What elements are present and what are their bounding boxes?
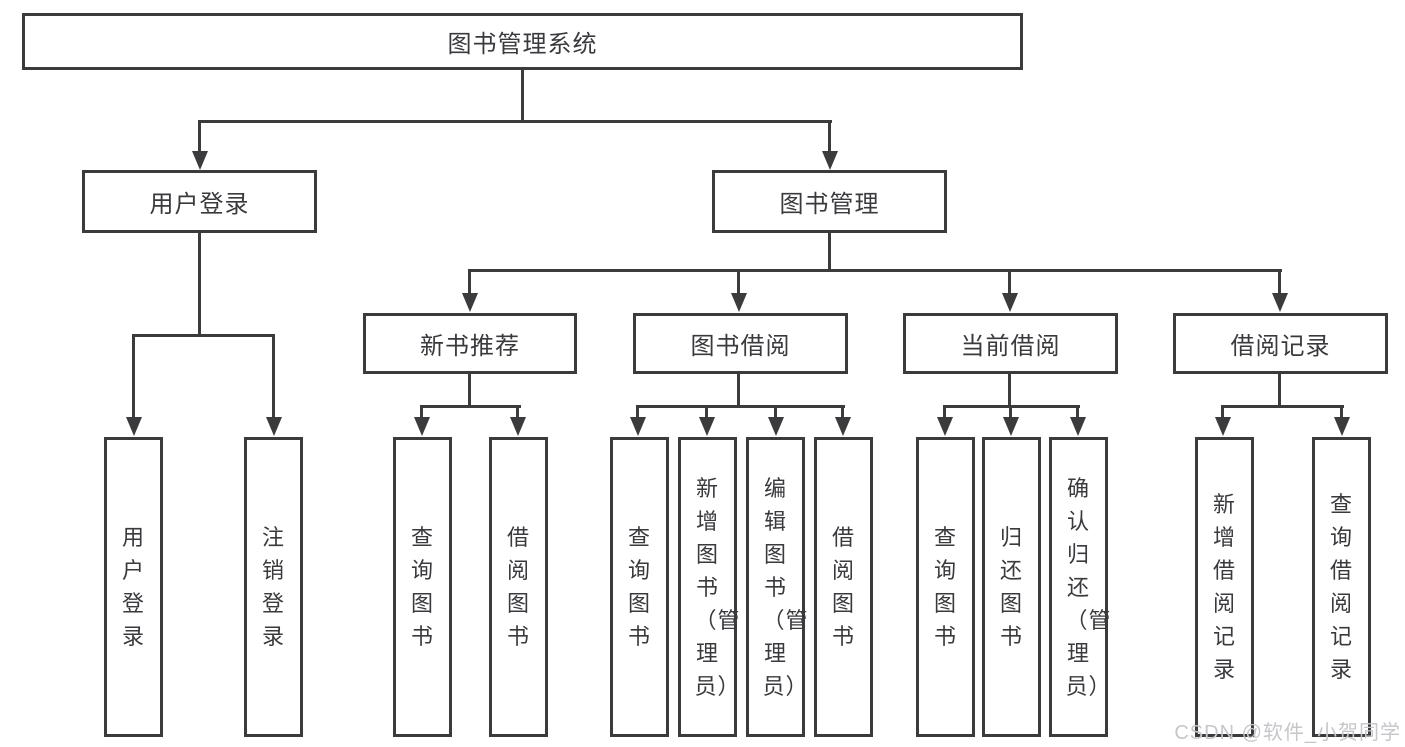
leaf-query-book-1: 查询图书 <box>393 437 452 737</box>
node-book-management: 图书管理 <box>712 170 947 233</box>
node-label: 用户登录 <box>121 525 145 649</box>
connector-hline <box>944 405 1080 408</box>
leaf-query-book-2: 查询图书 <box>610 437 669 737</box>
leaf-borrow-book-1: 借阅图书 <box>489 437 548 737</box>
leaf-confirm-return-admin: 确认归还（管理员） <box>1049 437 1112 737</box>
node-label: 查询借阅记录 <box>1329 492 1353 682</box>
node-user-login: 用户登录 <box>82 170 317 233</box>
leaf-return-book: 归还图书 <box>982 437 1041 737</box>
node-current-borrowing: 当前借阅 <box>903 313 1118 374</box>
arrow-down-icon <box>191 120 208 170</box>
arrow-down-icon <box>125 334 142 436</box>
arrow-down-icon <box>730 269 747 312</box>
arrow-down-icon <box>1333 405 1350 436</box>
arrow-down-icon <box>698 405 715 436</box>
connector-hline <box>1222 405 1344 408</box>
connector-vline <box>828 233 831 272</box>
node-label: 借阅图书 <box>831 525 855 649</box>
connector-vline <box>1008 373 1011 408</box>
arrow-down-icon <box>1214 405 1231 436</box>
arrow-down-icon <box>834 405 851 436</box>
node-label: 查询图书 <box>933 525 957 649</box>
leaf-add-borrow-record: 新增借阅记录 <box>1195 437 1254 737</box>
leaf-query-borrow-record: 查询借阅记录 <box>1312 437 1371 737</box>
arrow-down-icon <box>767 405 784 436</box>
node-label: 新增图书（管理员） <box>694 475 741 699</box>
arrow-down-icon <box>265 334 282 436</box>
arrow-down-icon <box>936 405 953 436</box>
connector-hline <box>132 334 275 337</box>
node-borrowing-records: 借阅记录 <box>1173 313 1388 374</box>
connector-vline <box>521 70 524 122</box>
arrow-down-icon <box>509 405 526 436</box>
connector-hline <box>198 120 832 123</box>
arrow-down-icon <box>413 405 430 436</box>
node-book-borrowing: 图书借阅 <box>633 313 848 374</box>
watermark-text: CSDN @软件_小贺同学 <box>1174 722 1401 744</box>
leaf-user-login: 用户登录 <box>104 437 163 737</box>
arrow-down-icon <box>1002 405 1019 436</box>
connector-vline <box>737 373 740 408</box>
node-label: 确认归还（管理员） <box>1065 475 1112 699</box>
connector-hline <box>637 405 845 408</box>
leaf-borrow-book-2: 借阅图书 <box>814 437 873 737</box>
arrow-down-icon <box>629 405 646 436</box>
leaf-logout: 注销登录 <box>244 437 303 737</box>
leaf-add-book-admin: 新增图书（管理员） <box>678 437 741 737</box>
arrow-down-icon <box>1069 405 1086 436</box>
arrow-down-icon <box>821 120 838 170</box>
connector-vline <box>1278 373 1281 408</box>
node-label: 编辑图书（管理员） <box>762 475 809 699</box>
node-label: 归还图书 <box>999 525 1023 649</box>
node-new-book-recommend: 新书推荐 <box>363 313 577 374</box>
connector-vline <box>198 233 201 337</box>
node-label: 借阅图书 <box>506 525 530 649</box>
node-label: 查询图书 <box>627 525 651 649</box>
node-label: 查询图书 <box>410 525 434 649</box>
node-library-management-system: 图书管理系统 <box>22 13 1023 70</box>
node-label: 新增借阅记录 <box>1212 492 1236 682</box>
leaf-edit-book-admin: 编辑图书（管理员） <box>746 437 809 737</box>
connector-hline <box>421 405 521 408</box>
arrow-down-icon <box>1271 269 1288 312</box>
arrow-down-icon <box>461 269 478 312</box>
node-label: 注销登录 <box>261 525 285 649</box>
leaf-query-book-3: 查询图书 <box>916 437 975 737</box>
connector-vline <box>468 373 471 408</box>
connector-hline <box>469 269 1282 272</box>
arrow-down-icon <box>1001 269 1018 312</box>
